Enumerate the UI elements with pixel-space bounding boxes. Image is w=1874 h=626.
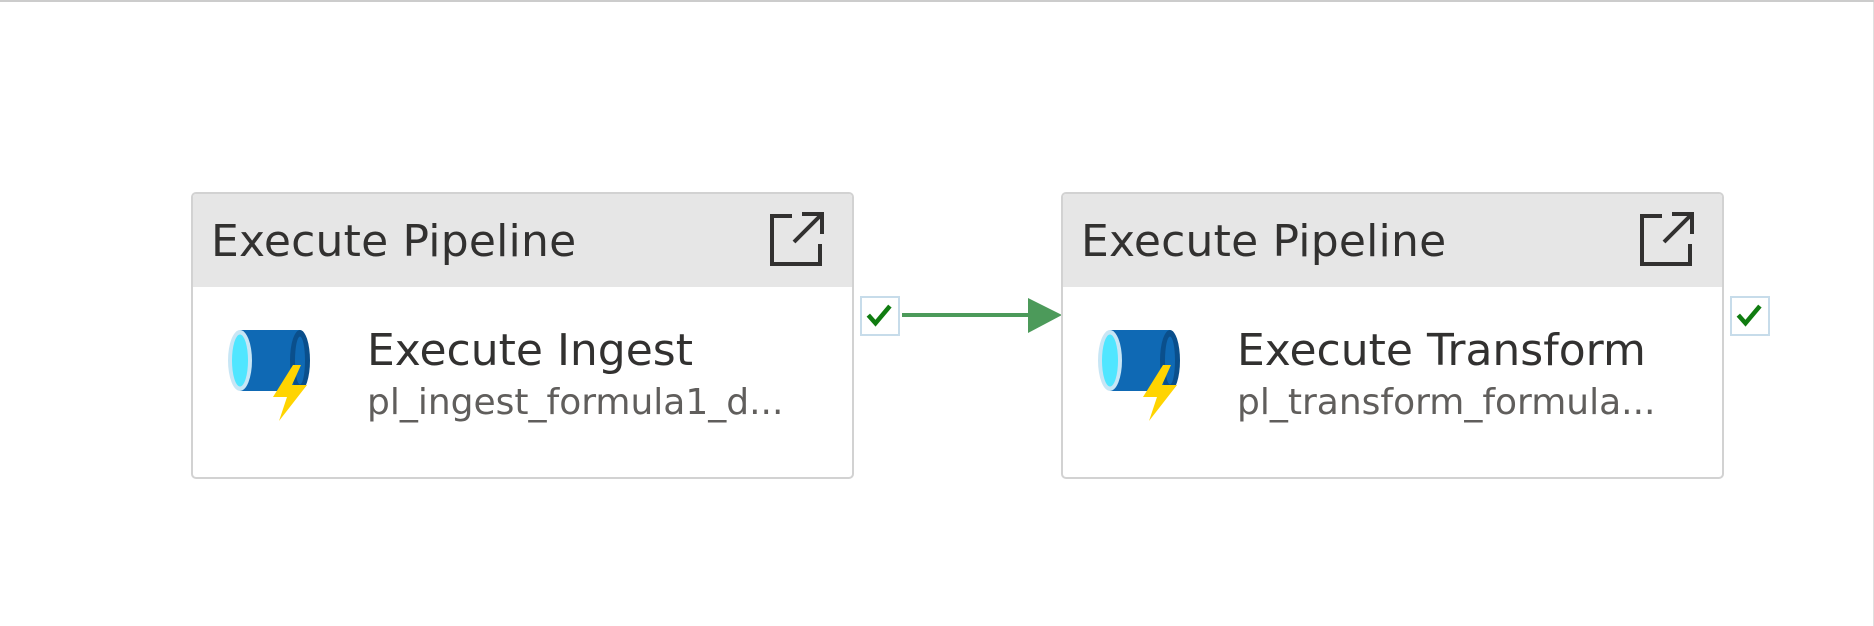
success-status-box[interactable] [860, 296, 900, 336]
activity-header: Execute Pipeline [1063, 194, 1722, 287]
success-connector-arrow[interactable] [900, 292, 1062, 342]
success-checkmark-icon [866, 304, 892, 327]
success-status-box[interactable] [1730, 296, 1770, 336]
activity-body: Execute Ingest pl_ingest_formula1_d... [193, 287, 852, 477]
activity-execute-ingest[interactable]: Execute Pipeline Execute Ingest pl_inges… [191, 192, 854, 479]
open-external-icon[interactable] [768, 210, 826, 268]
activity-header: Execute Pipeline [193, 194, 852, 287]
execute-pipeline-icon [1098, 330, 1180, 421]
activity-type-label: Execute Pipeline [211, 216, 577, 267]
activity-type-label: Execute Pipeline [1081, 216, 1447, 267]
activity-name: Execute Transform [1237, 325, 1646, 376]
activity-name: Execute Ingest [367, 325, 693, 376]
success-checkmark-icon [1736, 304, 1762, 327]
activity-pipeline-ref: pl_ingest_formula1_d... [367, 382, 784, 423]
execute-pipeline-icon [228, 330, 310, 421]
activity-pipeline-ref: pl_transform_formula... [1237, 382, 1656, 423]
activity-body: Execute Transform pl_transform_formula..… [1063, 287, 1722, 477]
open-external-icon[interactable] [1638, 210, 1696, 268]
activity-execute-transform[interactable]: Execute Pipeline Execute Transform pl_tr… [1061, 192, 1724, 479]
